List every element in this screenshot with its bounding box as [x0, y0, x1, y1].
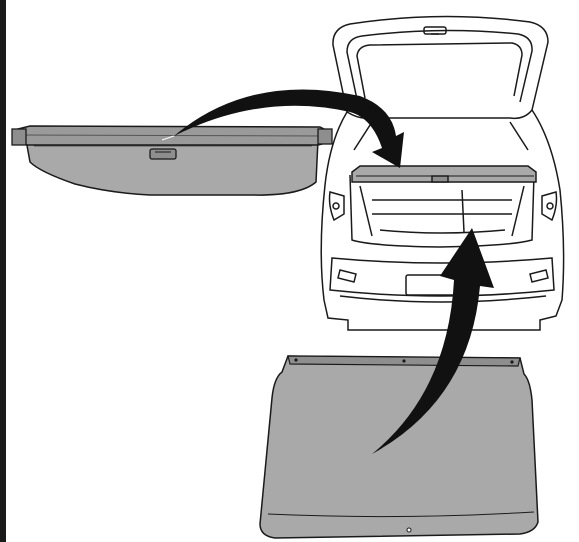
tonneau-cover-end-cap-right [318, 129, 332, 144]
cargo-floor-board-hole [510, 360, 513, 363]
cargo-floor-board [260, 356, 538, 538]
tonneau-cover-handle [150, 149, 176, 159]
vehicle-body [321, 110, 563, 330]
cargo-floor-board-panel [260, 356, 538, 538]
tonneau-cover-end-cap-left [12, 129, 26, 145]
tonneau-cover-panel [26, 140, 318, 195]
cargo-floor-board-hole [294, 358, 297, 361]
vehicle-rear [321, 16, 563, 330]
cargo-floor-board-grip-hole [407, 528, 411, 532]
cargo-floor-board-hole [402, 359, 405, 362]
